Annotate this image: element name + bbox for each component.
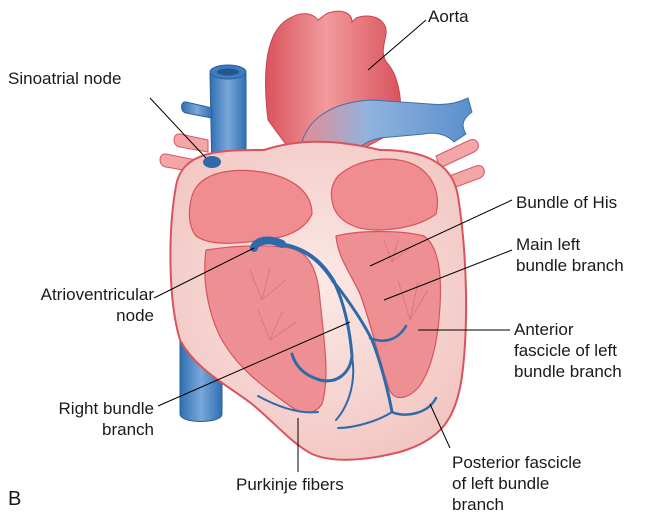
label-anterior-fascicle: Anterior fascicle of left bundle branch: [514, 319, 622, 382]
label-purkinje-fibers: Purkinje fibers: [236, 474, 344, 495]
panel-letter: B: [8, 488, 21, 510]
label-aorta: Aorta: [428, 6, 469, 27]
label-atrioventricular-node: Atrioventricular node: [4, 284, 154, 326]
label-posterior-fascicle: Posterior fascicle of left bundle branch: [452, 452, 581, 515]
label-main-left-bundle-branch: Main left bundle branch: [516, 234, 624, 276]
label-right-bundle-branch: Right bundle branch: [4, 398, 154, 440]
label-bundle-of-his: Bundle of His: [516, 192, 617, 213]
left-atrium: [331, 159, 437, 230]
label-sinoatrial-node: Sinoatrial node: [8, 68, 121, 89]
